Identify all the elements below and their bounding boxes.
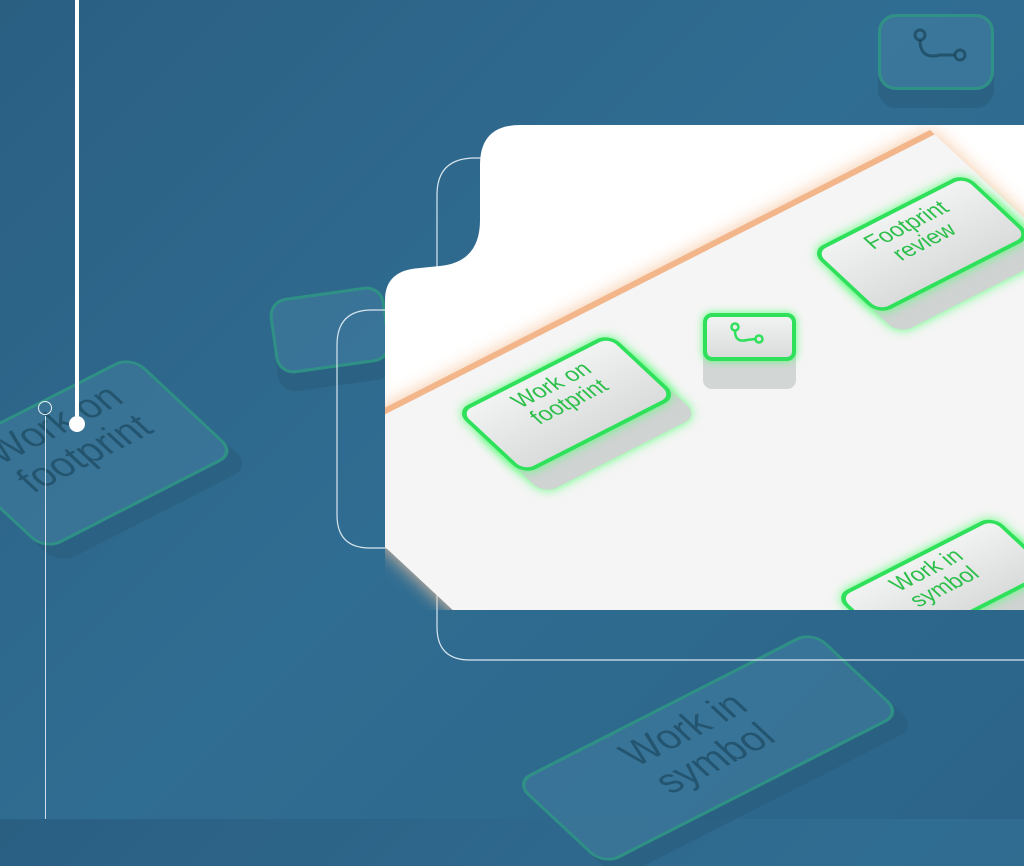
branch-block — [703, 313, 796, 361]
branch-icon — [730, 322, 764, 344]
connector-line-thin — [45, 416, 46, 819]
board-scene: Work on footprint Footprint review Work … — [385, 125, 1024, 610]
connector-line — [75, 0, 79, 420]
background-branch-block — [878, 14, 994, 90]
connector-node — [38, 401, 52, 415]
card-outline — [336, 157, 1024, 661]
connector-dot — [69, 416, 85, 432]
branch-icon — [913, 28, 967, 62]
background-layer: Work on footprint Work in symbol — [0, 14, 994, 866]
